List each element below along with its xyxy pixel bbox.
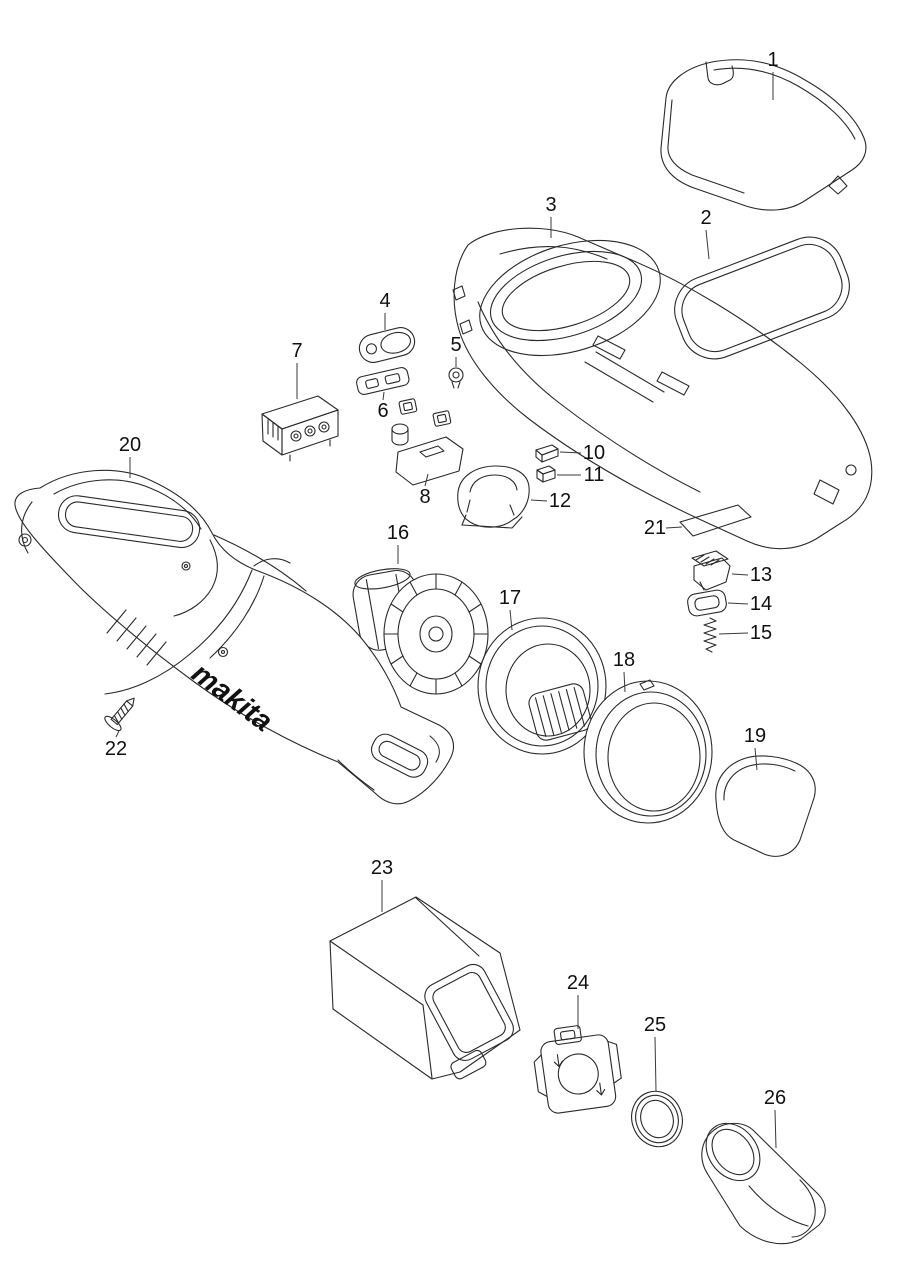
part-label-12: 12 (548, 490, 572, 512)
part-6-lever (356, 367, 410, 395)
part-5-screw (448, 367, 464, 389)
part-label-11: 11 (583, 464, 605, 486)
part-label-10: 10 (582, 442, 606, 464)
part-13-latch (691, 550, 731, 591)
part-8-plate (391, 423, 464, 486)
part-26-nozzle (701, 1122, 826, 1245)
leader-line-26 (774, 1109, 777, 1149)
part-label-6: 6 (377, 400, 389, 422)
leader-line-13 (731, 573, 749, 576)
part-label-7: 7 (291, 340, 303, 362)
part-label-4: 4 (379, 290, 391, 312)
part-label-17: 17 (498, 587, 522, 609)
part-label-15: 15 (749, 622, 773, 644)
part-24-filter-frame (533, 1025, 622, 1114)
leader-line-25 (654, 1036, 657, 1092)
part-10-clip (535, 444, 559, 463)
part-23-dust-box (329, 896, 521, 1080)
part-3-housing (452, 227, 873, 550)
part-label-21: 21 (643, 517, 667, 539)
part-label-26: 26 (763, 1087, 787, 1109)
switch-small-parts (398, 398, 452, 427)
part-label-13: 13 (749, 564, 773, 586)
part-label-25: 25 (643, 1014, 667, 1036)
part-18-ring (583, 679, 713, 824)
part-label-20: 20 (118, 434, 142, 456)
leader-line-17 (509, 609, 513, 631)
part-label-5: 5 (450, 334, 462, 356)
part-label-8: 8 (419, 486, 431, 508)
part-label-19: 19 (743, 725, 767, 747)
part-label-16: 16 (386, 522, 410, 544)
part-15-spring (703, 617, 717, 653)
leader-line-14 (727, 602, 749, 605)
part-4-button (358, 327, 416, 363)
part-20-main-body: makita (14, 469, 455, 805)
part-2-seal (674, 236, 850, 360)
part-25-ring-seal (631, 1090, 683, 1148)
part-12-duct (457, 465, 530, 529)
leader-line-2 (705, 229, 710, 260)
leader-line-19 (754, 747, 758, 771)
part-16-motor-fan (352, 568, 489, 695)
part-label-24: 24 (566, 972, 590, 994)
part-label-2: 2 (700, 207, 712, 229)
part-label-23: 23 (370, 857, 394, 879)
leader-line-18 (623, 671, 626, 693)
leader-line-12 (530, 499, 548, 502)
part-label-1: 1 (767, 49, 779, 71)
leader-line-21 (665, 526, 683, 529)
part-1-cover (660, 59, 867, 211)
part-label-18: 18 (612, 649, 636, 671)
part-label-3: 3 (545, 194, 557, 216)
leader-line-10 (559, 451, 582, 454)
leader-line-15 (718, 632, 749, 635)
part-14-frame (687, 589, 727, 617)
leader-line-22 (115, 730, 120, 738)
leader-line-6 (382, 391, 385, 401)
leader-line-8 (424, 473, 429, 487)
part-21-label-sheet (679, 504, 752, 537)
part-label-22: 22 (104, 738, 128, 760)
part-7-terminal-block (261, 395, 339, 462)
part-22-screw (104, 697, 135, 732)
part-11-block (536, 465, 556, 483)
part-17-filter-case (477, 617, 607, 755)
part-19-cover-plate (715, 755, 816, 857)
part-label-14: 14 (749, 593, 773, 615)
